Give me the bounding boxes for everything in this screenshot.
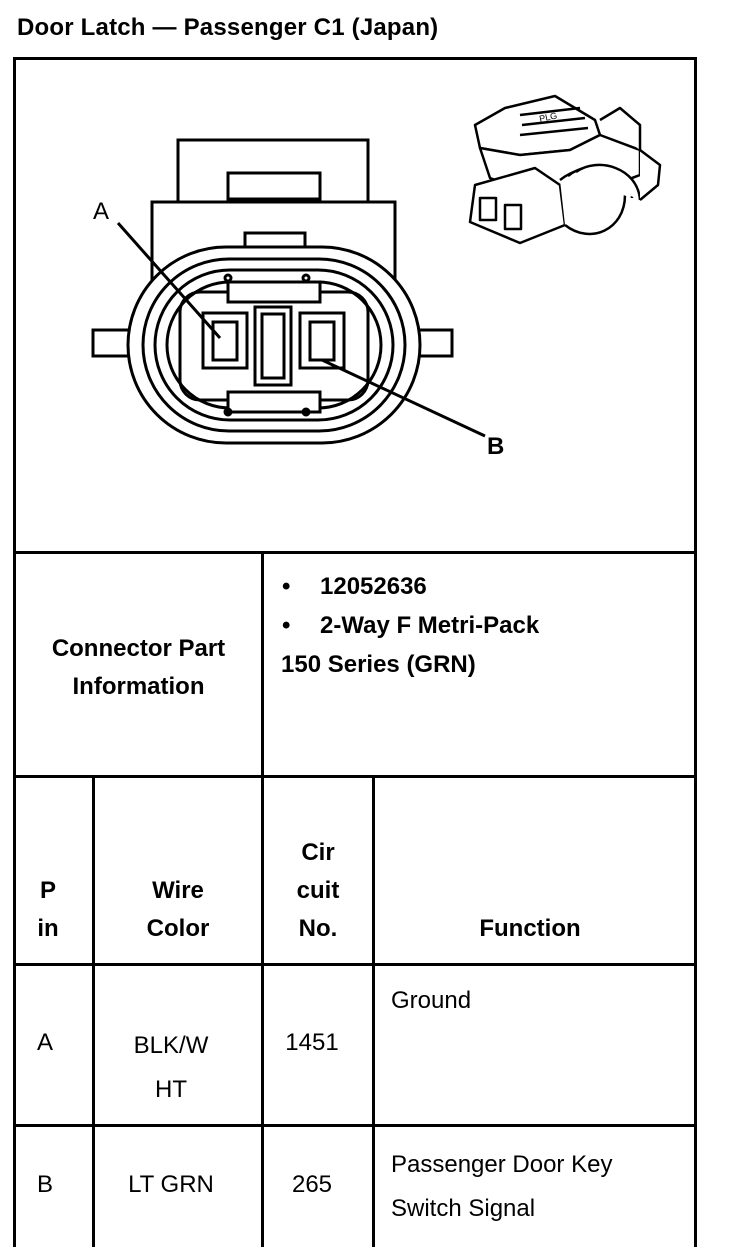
divider-pin-column <box>92 775 95 1247</box>
pin-a-label: A <box>93 198 109 225</box>
row-b-function: Passenger Door Key Switch Signal <box>391 1151 613 1222</box>
row-b-pin: B <box>37 1171 54 1198</box>
header-wire-color: Wire Color <box>146 877 210 942</box>
row-a-pin: A <box>37 1029 54 1056</box>
row-b-wire-color: LT GRN <box>128 1171 214 1198</box>
row-a-wire-color: BLK/W HT <box>133 1032 209 1103</box>
header-function: Function <box>479 915 581 942</box>
connector-table-frame <box>13 57 697 1247</box>
header-circuit-number: Cir cuit No. <box>296 839 340 942</box>
connector-perspective-icon <box>468 94 662 245</box>
part-number: 12052636 <box>320 573 427 600</box>
row-b-circuit: 265 <box>291 1171 333 1198</box>
connector-info-label-line2: Information <box>72 673 205 700</box>
row-a-function: Ground <box>391 987 472 1014</box>
connector-perspective-tag: PLG <box>538 110 558 124</box>
divider-row-a-bottom <box>13 1124 697 1127</box>
bullet-part-number: • 12052636 <box>282 568 427 606</box>
divider-wire-column <box>261 775 264 1247</box>
pin-b-label: B <box>487 433 504 460</box>
bullet-part-type: • 2-Way F Metri-Pack <box>282 607 539 645</box>
divider-header-bottom <box>13 963 697 966</box>
row-a-circuit: 1451 <box>285 1029 339 1056</box>
divider-info-bottom <box>13 775 697 778</box>
divider-info-column <box>261 551 264 778</box>
page-title: Door Latch — Passenger C1 (Japan) <box>17 14 439 41</box>
connector-info-label: Connector Part Information <box>16 630 261 706</box>
part-type: 2-Way F Metri-Pack <box>320 612 540 639</box>
connector-info-label-line1: Connector Part <box>51 635 226 662</box>
part-series: 150 Series (GRN) <box>281 651 476 678</box>
header-pin: P in <box>37 877 59 942</box>
divider-diagram-bottom <box>13 551 697 554</box>
divider-circuit-column <box>372 775 375 1247</box>
connector-face-diagram: PLG A B <box>91 94 662 460</box>
